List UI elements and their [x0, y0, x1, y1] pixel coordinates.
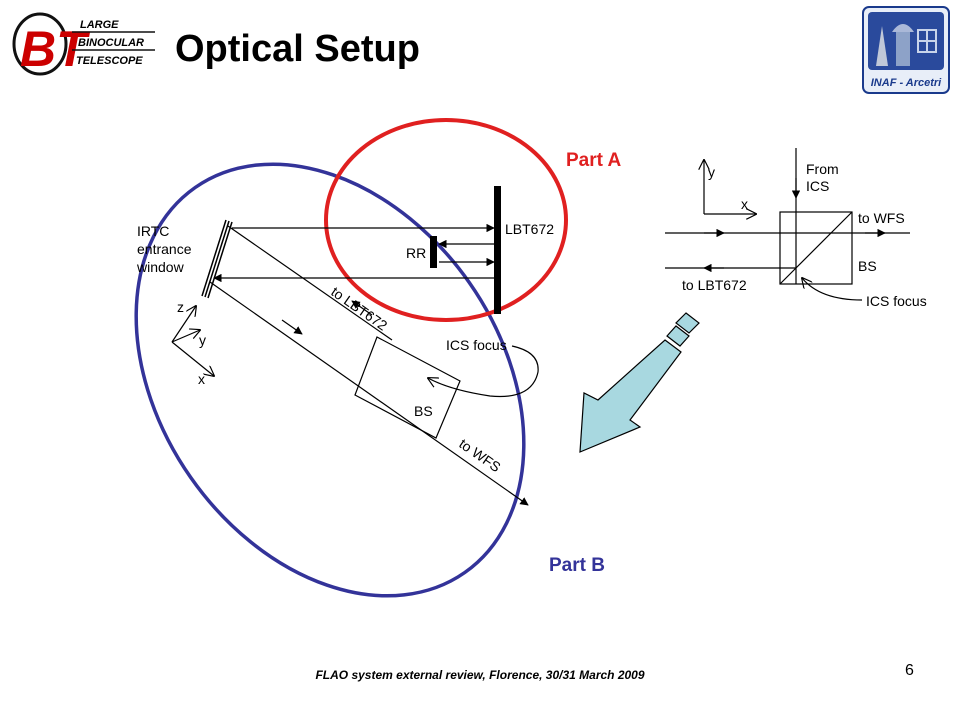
label-right-axis-x: x — [741, 196, 748, 212]
lbt-logo-line1: LARGE — [80, 19, 119, 31]
label-irtc-line2: entrance — [137, 241, 192, 257]
label-left-axis-y: y — [199, 332, 206, 348]
label-left-axis-x: x — [198, 371, 205, 387]
beam-diag-to-wfs — [209, 281, 529, 506]
label-irtc-line3: window — [136, 259, 185, 275]
left-beam-splitter — [354, 336, 461, 439]
page-number: 6 — [905, 662, 914, 679]
slide-title: Optical Setup — [175, 28, 420, 70]
transition-arrow — [579, 312, 700, 453]
inaf-arcetri-logo: INAF - Arcetri — [862, 6, 950, 94]
label-left-bs: BS — [414, 403, 433, 419]
left-ics-focus-arrow — [428, 345, 539, 398]
right-axes — [704, 160, 756, 214]
label-left-axis-z: z — [177, 299, 184, 315]
right-beam-splitter — [779, 211, 853, 285]
beam-diag-upper — [227, 225, 393, 341]
inaf-logo-caption: INAF - Arcetri — [871, 77, 942, 89]
right-beam-splitter-diagonal — [779, 211, 853, 285]
lbt-logo-line3: TELESCOPE — [76, 55, 143, 67]
rr-element — [430, 236, 437, 268]
label-lbt672: LBT672 — [505, 221, 554, 237]
label-part-a: Part A — [566, 150, 622, 171]
lbt-logo-line2: BINOCULAR — [78, 37, 144, 49]
label-right-ics-focus: ICS focus — [866, 293, 927, 309]
label-right-bs: BS — [858, 258, 877, 274]
lbt-logo-letters: BT — [20, 21, 91, 77]
label-right-to-lbt672: to LBT672 — [682, 277, 747, 293]
label-rr: RR — [406, 245, 426, 261]
part-b-ellipse — [134, 162, 526, 598]
label-to-wfs-diag: to WFS — [456, 435, 503, 475]
left-axes — [171, 306, 214, 376]
label-right-to-wfs: to WFS — [858, 210, 905, 226]
irtc-entrance-window — [201, 219, 233, 299]
label-irtc-line1: IRTC — [137, 223, 169, 239]
label-from-line2: ICS — [806, 178, 829, 194]
label-right-axis-y: y — [708, 164, 715, 180]
label-part-b: Part B — [549, 555, 605, 576]
lbt-logo: BT LARGE BINOCULAR TELESCOPE — [12, 12, 155, 77]
lbt-logo-ring — [12, 12, 68, 76]
label-left-ics-focus: ICS focus — [446, 337, 507, 353]
label-from-line1: From — [806, 161, 839, 177]
part-a-circle — [324, 118, 568, 322]
right-ics-focus-arrow — [802, 278, 863, 301]
slide-footer: FLAO system external review, Florence, 3… — [315, 668, 645, 682]
lbt672-mirror — [494, 186, 501, 314]
